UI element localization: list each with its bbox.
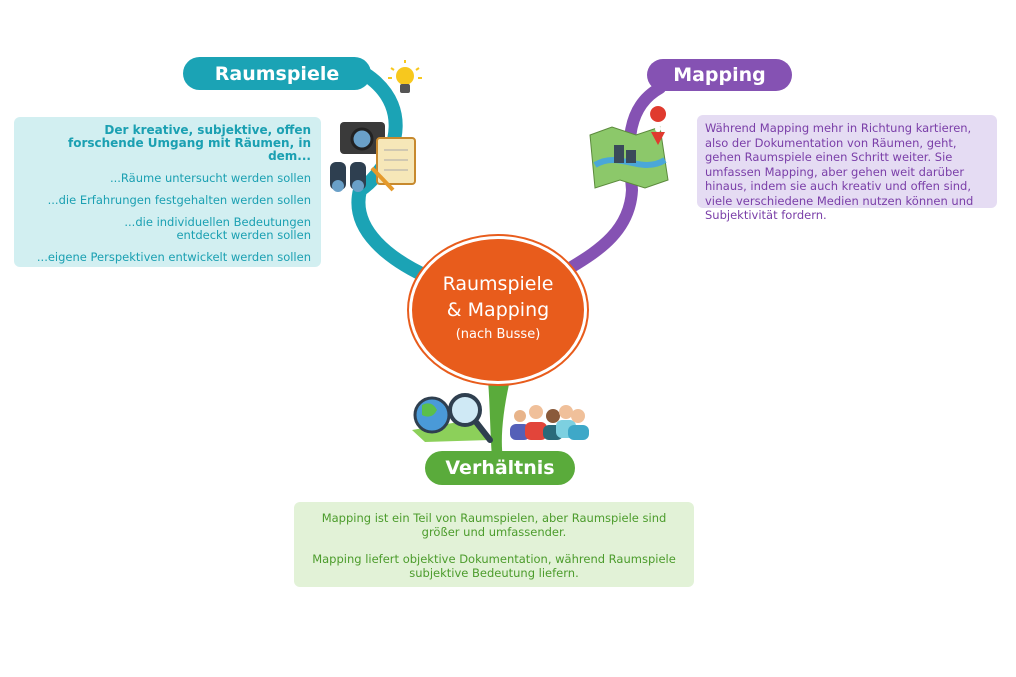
verhaeltnis-paragraph-2: Mapping liefert objektive Dokumentation,… [312, 552, 676, 580]
verhaeltnis-title-pill: Verhältnis [425, 451, 575, 485]
center-title-line2: & Mapping [446, 299, 550, 321]
raumspiele-item: ...Räume untersucht werden sollen [109, 171, 311, 185]
raumspiele-item: ...eigene Perspektiven entwickelt werden… [36, 250, 311, 264]
map-icon [589, 106, 669, 189]
center-node: Raumspiele & Mapping (nach Busse) [409, 236, 587, 384]
center-subtitle: (nach Busse) [455, 327, 541, 342]
verhaeltnis-branch [488, 380, 510, 458]
raumspiele-title-pill: Raumspiele [183, 57, 371, 90]
raumspiele-item: ...die individuellen Bedeutungen entdeck… [124, 215, 311, 242]
raumspiele-heading: Der kreative, subjektive, offen forschen… [67, 123, 311, 163]
binoculars-icon [330, 162, 366, 192]
mapping-title-pill: Mapping [647, 59, 792, 91]
raumspiele-textbox: Der kreative, subjektive, offen forschen… [14, 117, 321, 267]
verhaeltnis-textbox: Mapping ist ein Teil von Raumspielen, ab… [294, 502, 694, 587]
verhaeltnis-paragraph-1: Mapping ist ein Teil von Raumspielen, ab… [321, 511, 667, 539]
lightbulb-icon [388, 60, 422, 93]
globe-magnifier-icon [412, 393, 493, 443]
camera-icon [340, 122, 385, 154]
notebook-icon [370, 137, 416, 192]
mapping-branch [564, 82, 666, 274]
people-group-icon [510, 405, 589, 440]
raumspiele-item: ...die Erfahrungen festgehalten werden s… [47, 193, 311, 207]
center-title-line1: Raumspiele [442, 273, 554, 295]
mapping-textbox: Während Mapping mehr in Richtung kartier… [697, 115, 997, 222]
